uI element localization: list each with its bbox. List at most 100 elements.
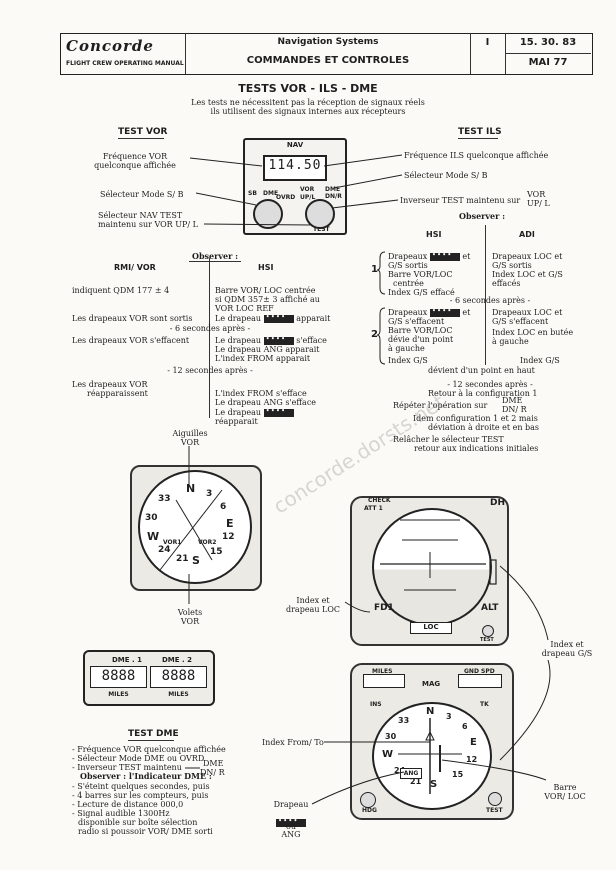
rmi-card-6: 6: [220, 502, 227, 512]
vor-freq-label-2: quelconque affichée: [94, 161, 176, 170]
obs-r4-right-3: réapparait: [215, 417, 258, 426]
ils-row2-adi-1: G/S s'effacent: [492, 317, 549, 326]
mode-selector-knob[interactable]: [253, 199, 283, 229]
ils-row2-hsi-5: Index G/S: [388, 356, 428, 365]
flag-icon: [263, 335, 294, 345]
page-ref: 15. 30. 83: [519, 37, 577, 48]
adi-label-loc-2: drapeau LOC: [285, 605, 341, 614]
adi-label-gs-1: Index et: [550, 640, 584, 649]
hsi-test-button[interactable]: [488, 792, 502, 806]
panel-dnr-label: DN/R: [325, 193, 342, 200]
flag-icon: [429, 307, 460, 317]
ils-row2-hsi-2: Barre VOR/LOC: [388, 326, 453, 335]
hsi-label-from: Index From/ To: [262, 738, 324, 747]
test-dme-line-1: - Sélecteur Mode DME ou OVRD: [72, 754, 205, 763]
ils-row2-hsi-3: dévie d'un point: [388, 335, 454, 344]
ils-row2-hsi-0: Drapeaux et: [388, 307, 470, 317]
ils-row1-adi-1: G/S sortis: [492, 261, 532, 270]
dme2-miles: MILES: [168, 691, 189, 698]
adi-test-button[interactable]: [482, 625, 494, 637]
hsi-card-30: 30: [385, 732, 397, 741]
ils-adi-heading: ADI: [519, 230, 535, 239]
ils-after-1: Répéter l'opération sur: [393, 401, 488, 410]
obs-rmi-heading: RMI/ VOR: [114, 263, 156, 272]
hsi-card-e: E: [470, 737, 477, 748]
ils-row1-adi-3: effacés: [492, 279, 521, 288]
obs-r2-right: Le drapeau apparait: [215, 313, 330, 323]
rmi-card-w: W: [147, 530, 160, 543]
flag-icon: [263, 407, 294, 417]
hsi-miles: MILES: [372, 668, 393, 675]
ils-vor-label: VOR: [527, 190, 546, 199]
test-dme-line-9: radio si poussoir VOR/ DME sorti: [78, 827, 213, 836]
ils-after-3: déviation à droite et en bas: [428, 423, 540, 432]
ils-number-2: 2: [371, 329, 378, 340]
adi-loc-window: [410, 622, 452, 634]
ils-row2-adi-3: à gauche: [492, 337, 529, 346]
dme2-display: [150, 666, 207, 688]
dme2-value: 8888: [161, 668, 196, 684]
ils-number-1: 1: [371, 264, 378, 275]
test-dme-line-8: disponible sur boîte sélection: [78, 818, 198, 827]
adi-att: ATT 1: [364, 505, 383, 512]
obs-r4-left-1: réapparaissent: [87, 389, 148, 398]
adi-fd1: FD1: [374, 603, 394, 613]
ils-row2-both: dévient d'un point en haut: [428, 366, 535, 375]
ils-hsi-heading: HSI: [426, 230, 442, 239]
test-vor-heading: TEST VOR: [118, 127, 168, 137]
flag-icon: [263, 313, 294, 323]
test-dme-dme: DME: [203, 759, 224, 768]
rmi-card-30: 30: [145, 513, 158, 523]
manual-name: FLIGHT CREW OPERATING MANUAL: [66, 60, 184, 67]
obs-r3-right-3: L'index FROM apparait: [215, 354, 311, 363]
rmi-volets-2: VOR: [180, 617, 200, 626]
hsi-tk: TK: [480, 701, 489, 708]
hsi-ins: INS: [370, 701, 382, 708]
hsi-label-flag-1: Drapeau: [273, 800, 309, 809]
ils-row1-hsi-2: Barre VOR/LOC: [388, 270, 453, 279]
ils-row2-adi-2: Index LOC en butée: [492, 328, 574, 337]
obs-six-sec: - 6 secondes après -: [169, 324, 251, 333]
nav-test-switch[interactable]: [305, 199, 335, 229]
test-dme-line-0: - Fréquence VOR quelconque affichée: [72, 745, 226, 754]
ils-row1-adi-0: Drapeaux LOC et: [492, 252, 563, 261]
obs-r4-right-2: Le drapeau: [215, 407, 294, 417]
page-date: MAI 77: [528, 57, 568, 68]
test-dme-line-6: - Lecture de distance 000,0: [72, 800, 184, 809]
ils-freq-label: Fréquence ILS quelconque affichée: [404, 151, 549, 160]
page-number: I: [485, 37, 490, 48]
dme1-value: 8888: [101, 668, 136, 684]
test-dme-dnr: DN/ R: [200, 768, 225, 777]
hsi-gnd: GND SPD: [464, 668, 495, 675]
section-title: COMMANDES ET CONTROLES: [246, 55, 410, 66]
nav-freq-display: [263, 155, 327, 181]
obs-hsi-heading: HSI: [258, 263, 274, 272]
hsi-hdg-knob[interactable]: [360, 792, 376, 808]
rmi-dial: [138, 470, 252, 584]
obs-r3-right-0: Le drapeau s'efface: [215, 335, 327, 345]
obs-r1-right-1: si QDM 357± 3 affiché au: [215, 295, 320, 304]
hsi-card-24: 24: [394, 766, 405, 775]
test-dme-line-5: - 4 barres sur les compteurs, puis: [72, 791, 209, 800]
header-frame: [60, 33, 593, 75]
obs-r4-left-0: Les drapeaux VOR: [72, 380, 148, 389]
hsi-card-n: N: [426, 706, 435, 717]
panel-test-label: TEST: [313, 226, 330, 233]
hsi-compass-card: [372, 702, 492, 810]
hsi-ang-flag: [400, 768, 422, 779]
rmi-aiguilles-1: Aiguilles: [172, 429, 208, 438]
adi-sphere: [372, 508, 492, 626]
obs-twelve-sec: - 12 secondes après -: [167, 366, 253, 375]
rmi-card-s: S: [192, 554, 200, 567]
adi-alt: ALT: [481, 603, 499, 613]
ils-row1-adi-2: Index LOC et G/S: [492, 270, 563, 279]
rmi-card-33: 33: [158, 494, 171, 504]
ils-row1-hsi-0: Drapeaux et: [388, 251, 470, 261]
dme1-miles: MILES: [108, 691, 129, 698]
rmi-card-24: 24: [158, 545, 171, 555]
ils-six-sec: - 6 secondes après -: [449, 296, 531, 305]
hsi-card-w: W: [382, 749, 394, 760]
test-dme-line-3: Observer : l'Indicateur DME :: [80, 771, 212, 781]
rmi-card-n: N: [186, 482, 196, 495]
